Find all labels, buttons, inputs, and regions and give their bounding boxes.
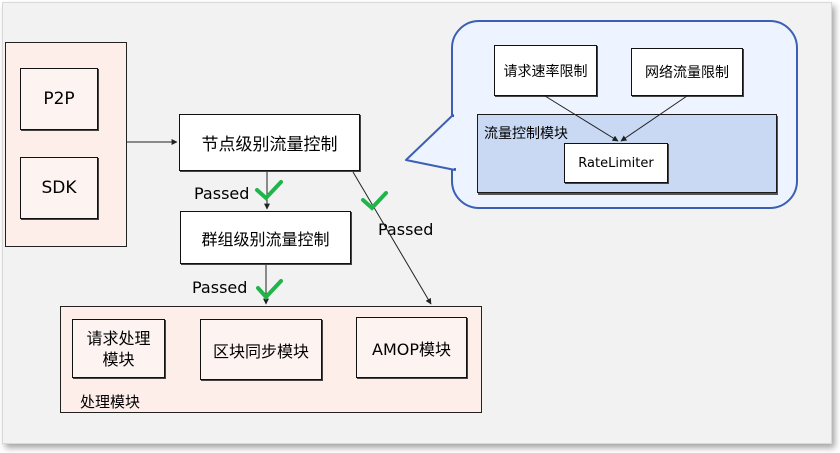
rate-limit-box: 请求速率限制 (494, 45, 597, 96)
group-level-control: 群组级别流量控制 (180, 211, 351, 264)
rate-limiter-box: RateLimiter (564, 143, 668, 183)
passed-label-node: Passed (194, 184, 250, 203)
arrow-node-to-amop (352, 171, 432, 305)
arrow-network-to-limiter (620, 95, 688, 142)
source-sdk-label: SDK (41, 178, 77, 198)
processing-title: 处理模块 (80, 393, 141, 411)
arrow-rate-to-limiter (544, 95, 619, 142)
network-limit-label: 网络流量限制 (645, 65, 729, 81)
node-level-control: 节点级别流量控制 (179, 114, 360, 171)
module-amop: AMOP模块 (356, 317, 467, 378)
callout-pointer-mask (452, 117, 458, 168)
source-sdk: SDK (20, 157, 98, 219)
flow-control-module-title: 流量控制模块 (484, 126, 568, 142)
network-limit-box: 网络流量限制 (631, 48, 743, 96)
check-icon-amop (361, 191, 388, 211)
node-level-control-label: 节点级别流量控制 (201, 135, 338, 155)
passed-label-amop: Passed (378, 220, 434, 239)
group-level-control-label: 群组级别流量控制 (201, 229, 330, 249)
rate-limiter-label: RateLimiter (578, 155, 654, 171)
module-block-sync: 区块同步模块 (200, 319, 322, 380)
module-amop-label: AMOP模块 (372, 339, 451, 359)
module-block-sync-label: 区块同步模块 (212, 341, 309, 361)
passed-label-group: Passed (192, 278, 248, 297)
source-p2p-label: P2P (43, 89, 75, 109)
module-request-processing-label: 请求处理 模块 (86, 328, 151, 369)
callout-pointer (405, 114, 456, 171)
module-request-processing: 请求处理 模块 (72, 319, 165, 378)
check-icon-node (255, 180, 283, 201)
check-icon-group (256, 279, 283, 300)
rate-limit-label: 请求速率限制 (503, 63, 588, 80)
source-p2p: P2P (20, 68, 98, 130)
